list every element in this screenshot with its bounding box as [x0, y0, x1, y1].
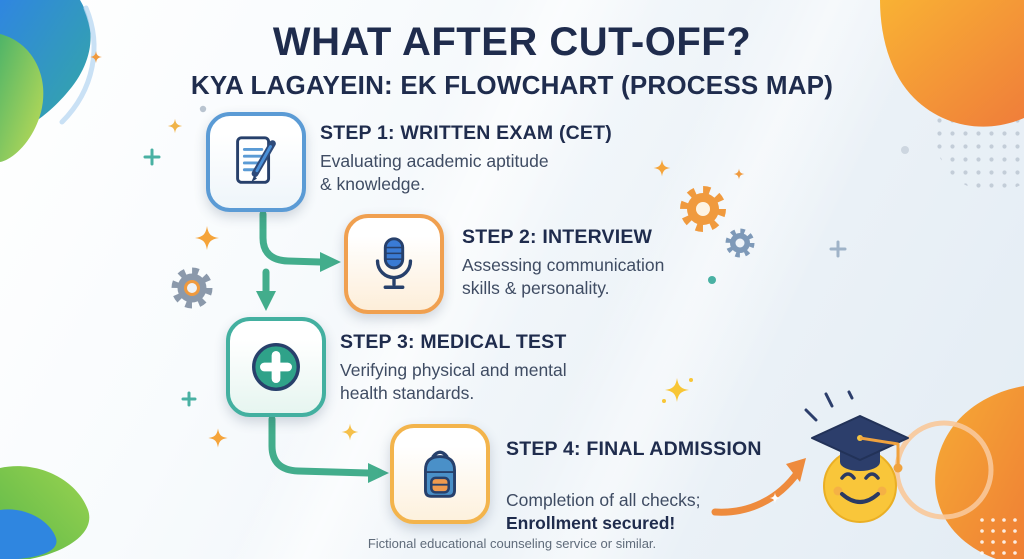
sparkle-icon: [341, 423, 359, 441]
step-1-description: Evaluating academic aptitude & knowledge…: [320, 151, 549, 194]
flow-arrow-step3-to-step4: [268, 415, 389, 483]
page-subtitle: KYA LAGAYEIN: EK FLOWCHART (PROCESS MAP): [190, 70, 834, 100]
plus-icon: [181, 391, 197, 407]
step-4: STEP 4: FINAL ADMISSION Completion of al…: [506, 438, 806, 557]
step-4-description: Completion of all checks; Enrollment sec…: [506, 466, 806, 557]
step-1-title: STEP 1: WRITTEN EXAM (CET): [320, 122, 612, 144]
flow-arrow-step1-to-step2: [259, 210, 341, 272]
microphone-icon: [375, 237, 413, 289]
step-3-description: Verifying physical and mental health sta…: [340, 360, 567, 403]
step-4-description-line: Completion of all checks;: [506, 489, 701, 510]
medical-cross-icon: [252, 343, 300, 391]
graduate-smiley-icon: [804, 390, 909, 523]
sparkle-icon: [733, 168, 745, 180]
step-2-icon-box: [344, 214, 444, 314]
step-3-title: STEP 3: MEDICAL TEST: [340, 331, 567, 353]
document-pen-icon: [236, 136, 276, 184]
gear-icon: [725, 228, 755, 258]
step-4-title: STEP 4: FINAL ADMISSION: [506, 438, 762, 460]
step-3-icon-box: [226, 317, 326, 417]
decorative-blob-bottom-left-blue: [0, 509, 57, 559]
decorative-dot: [901, 146, 909, 154]
step-3: STEP 3: MEDICAL TEST Verifying physical …: [340, 331, 610, 405]
gear-icon: [680, 186, 726, 232]
sparkle-icon: [653, 159, 671, 177]
step-1-icon-box: [206, 112, 306, 212]
step-1: STEP 1: WRITTEN EXAM (CET) Evaluating ac…: [320, 122, 620, 196]
sparkle-icon: [662, 378, 693, 403]
step-2-description: Assessing communication skills & persona…: [462, 255, 665, 298]
decorative-dot: [199, 105, 207, 113]
decorative-blob-bottom-right: [935, 386, 1024, 559]
flow-arrow-step2-to-step3: [256, 268, 276, 311]
plus-icon: [829, 240, 847, 258]
footer-disclaimer: Fictional educational counseling service…: [367, 536, 657, 551]
step-4-icon-box: [390, 424, 490, 524]
gear-icon: [171, 267, 213, 309]
sparkle-icon: [208, 428, 228, 448]
step-2-title: STEP 2: INTERVIEW: [462, 226, 653, 248]
backpack-icon: [424, 450, 456, 498]
sparkle-icon: [167, 118, 183, 134]
page-title: WHAT AFTER CUT-OFF?: [272, 20, 752, 64]
header: WHAT AFTER CUT-OFF? KYA LAGAYEIN: EK FLO…: [0, 20, 1024, 101]
step-4-emphasis: Enrollment secured!: [506, 512, 676, 533]
sparkle-icon: [195, 226, 219, 250]
plus-icon: [143, 148, 161, 166]
step-2: STEP 2: INTERVIEW Assessing communicatio…: [462, 226, 722, 300]
